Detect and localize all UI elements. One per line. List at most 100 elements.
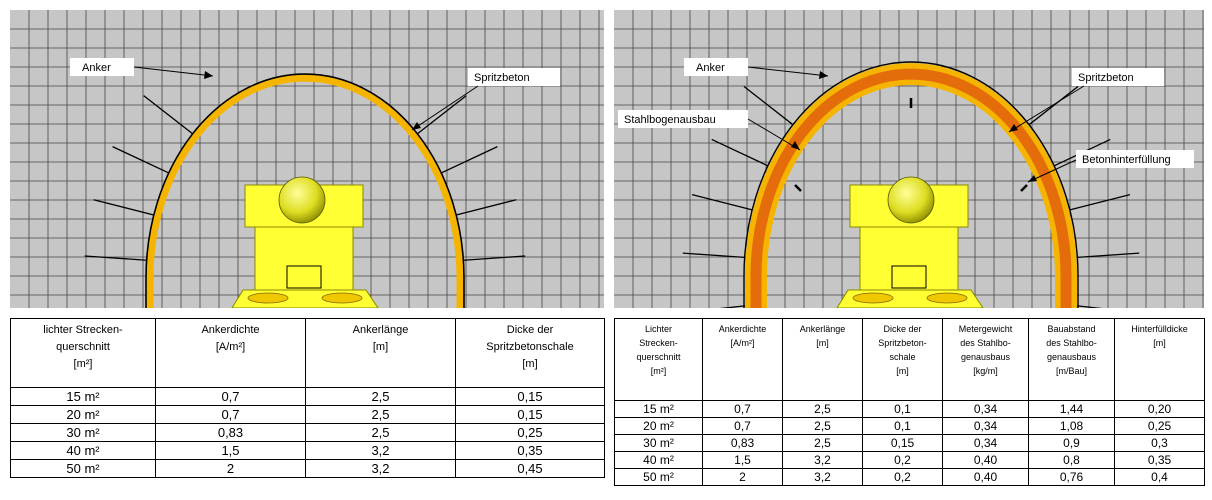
- svg-text:Betonhinterfüllung: Betonhinterfüllung: [1082, 154, 1171, 166]
- table-cell: 1,44: [1028, 400, 1115, 418]
- table-cell: 0,7: [702, 417, 783, 435]
- anchor-rods: [682, 86, 1140, 308]
- table-cell: 0,15: [455, 387, 605, 406]
- steel-arch: [750, 68, 1072, 308]
- table-header-row: Lichter Strecken- querschnitt [m²] Anker…: [614, 318, 1205, 401]
- table-cell: 0,2: [862, 468, 943, 486]
- svg-text:Anker: Anker: [82, 62, 111, 74]
- table-cell: 3,2: [782, 451, 863, 469]
- table-cell: 30 m²: [10, 423, 156, 442]
- table-row: 20 m² 0,7 2,5 0,1 0,34 1,08 0,25: [614, 417, 1205, 435]
- table-cell: 2: [702, 468, 783, 486]
- machine-ball: [887, 176, 935, 224]
- header-hinterfuelldicke: Hinterfülldicke [m]: [1114, 318, 1205, 401]
- anchor-rod: [1028, 86, 1079, 126]
- anchor-rod: [456, 199, 517, 216]
- arch-joint: [1020, 184, 1028, 192]
- left-tunnel-diagram-svg: Anker Spritzbeton: [10, 10, 604, 308]
- table-row: 50 m² 2 3,2 0,45: [10, 459, 605, 478]
- table-cell: 0,34: [942, 434, 1029, 452]
- table-cell: 0,7: [702, 400, 783, 418]
- anchor-rod: [711, 138, 769, 167]
- table-cell: 3,2: [305, 459, 456, 478]
- svg-text:Spritzbeton: Spritzbeton: [474, 72, 530, 84]
- table-cell: 1,5: [155, 441, 306, 460]
- anchor-rod: [682, 252, 745, 258]
- table-cell: 0,40: [942, 468, 1029, 486]
- table-cell: 2,5: [305, 405, 456, 424]
- table-cell: 3,2: [782, 468, 863, 486]
- table-cell: 50 m²: [614, 468, 703, 486]
- header-querschnitt: lichter Strecken- querschnitt [m²]: [10, 318, 156, 388]
- table-cell: 2,5: [782, 417, 863, 435]
- anchor-rod: [1069, 194, 1131, 211]
- machine-ball: [278, 176, 326, 224]
- table-cell: 0,9: [1028, 434, 1115, 452]
- table-cell: 2,5: [305, 423, 456, 442]
- table-cell: 30 m²: [614, 434, 703, 452]
- table-cell: 0,40: [942, 451, 1029, 469]
- table-cell: 15 m²: [10, 387, 156, 406]
- table-cell: 40 m²: [614, 451, 703, 469]
- anchor-rod: [1077, 252, 1140, 258]
- header-ankerlaenge: Ankerlänge [m]: [782, 318, 863, 401]
- table-cell: 0,83: [155, 423, 306, 442]
- header-ankerdichte: Ankerdichte [A/m²]: [155, 318, 306, 388]
- table-cell: 2,5: [305, 387, 456, 406]
- table-cell: 50 m²: [10, 459, 156, 478]
- right-tunnel-diagram: Anker Spritzbeton Stahlbogenausbau Beton…: [614, 10, 1204, 308]
- drilling-machine: [231, 176, 379, 308]
- label-spritzbeton: Spritzbeton: [1008, 68, 1164, 133]
- table-row: 15 m² 0,7 2,5 0,15: [10, 387, 605, 406]
- table-cell: 0,15: [455, 405, 605, 424]
- table-cell: 20 m²: [614, 417, 703, 435]
- shotcrete-shell: [146, 74, 464, 308]
- table-cell: 0,25: [455, 423, 605, 442]
- table-row: 50 m² 2 3,2 0,2 0,40 0,76 0,4: [614, 468, 1205, 486]
- table-row: 30 m² 0,83 2,5 0,25: [10, 423, 605, 442]
- anchor-rod: [463, 255, 526, 261]
- table-cell: 0,1: [862, 400, 943, 418]
- table-row: 40 m² 1,5 3,2 0,35: [10, 441, 605, 460]
- table-cell: 2: [155, 459, 306, 478]
- svg-text:Stahlbogenausbau: Stahlbogenausbau: [624, 114, 716, 126]
- table-cell: 0,35: [455, 441, 605, 460]
- anchor-rods: [84, 95, 526, 261]
- anchor-rod: [143, 95, 193, 135]
- anchor-rod: [691, 194, 753, 211]
- table-row: 20 m² 0,7 2,5 0,15: [10, 405, 605, 424]
- header-dicke-spritzbeton: Dicke der Spritzbeton- schale [m]: [862, 318, 943, 401]
- left-tunnel-diagram: Anker Spritzbeton: [10, 10, 604, 308]
- label-spritzbeton: Spritzbeton: [411, 68, 560, 131]
- table-cell: 3,2: [305, 441, 456, 460]
- header-dicke-spritzbeton: Dicke der Spritzbetonschale [m]: [455, 318, 605, 388]
- anchor-rod: [112, 146, 169, 174]
- table-header-row: lichter Strecken- querschnitt [m²] Anker…: [10, 318, 605, 388]
- anchor-rod: [93, 199, 154, 216]
- table-cell: 0,3: [1114, 434, 1205, 452]
- table-cell: 0,1: [862, 417, 943, 435]
- table-cell: 40 m²: [10, 441, 156, 460]
- label-anker: Anker: [684, 58, 829, 79]
- table-cell: 0,2: [862, 451, 943, 469]
- svg-text:Spritzbeton: Spritzbeton: [1078, 72, 1134, 84]
- table-cell: 0,20: [1114, 400, 1205, 418]
- table-cell: 1,08: [1028, 417, 1115, 435]
- tunnel-outline: [743, 61, 1079, 308]
- label-betonhinterfuellung: Betonhinterfüllung: [1027, 150, 1194, 183]
- anchor-rod: [441, 146, 498, 174]
- header-bauabstand: Bauabstand des Stahlbo- genausbaus [m/Ba…: [1028, 318, 1115, 401]
- anchor-rod: [84, 255, 147, 261]
- table-row: 40 m² 1,5 3,2 0,2 0,40 0,8 0,35: [614, 451, 1205, 469]
- header-ankerdichte: Ankerdichte [A/m²]: [702, 318, 783, 401]
- table-cell: 0,4: [1114, 468, 1205, 486]
- header-ankerlaenge: Ankerlänge [m]: [305, 318, 456, 388]
- anchor-rod: [417, 95, 467, 135]
- table-cell: 0,35: [1114, 451, 1205, 469]
- table-cell: 0,34: [942, 417, 1029, 435]
- table-row: 30 m² 0,83 2,5 0,15 0,34 0,9 0,3: [614, 434, 1205, 452]
- table-cell: 0,25: [1114, 417, 1205, 435]
- table-cell: 2,5: [782, 400, 863, 418]
- table-cell: 0,7: [155, 405, 306, 424]
- right-tunnel-diagram-svg: Anker Spritzbeton Stahlbogenausbau Beton…: [614, 10, 1204, 308]
